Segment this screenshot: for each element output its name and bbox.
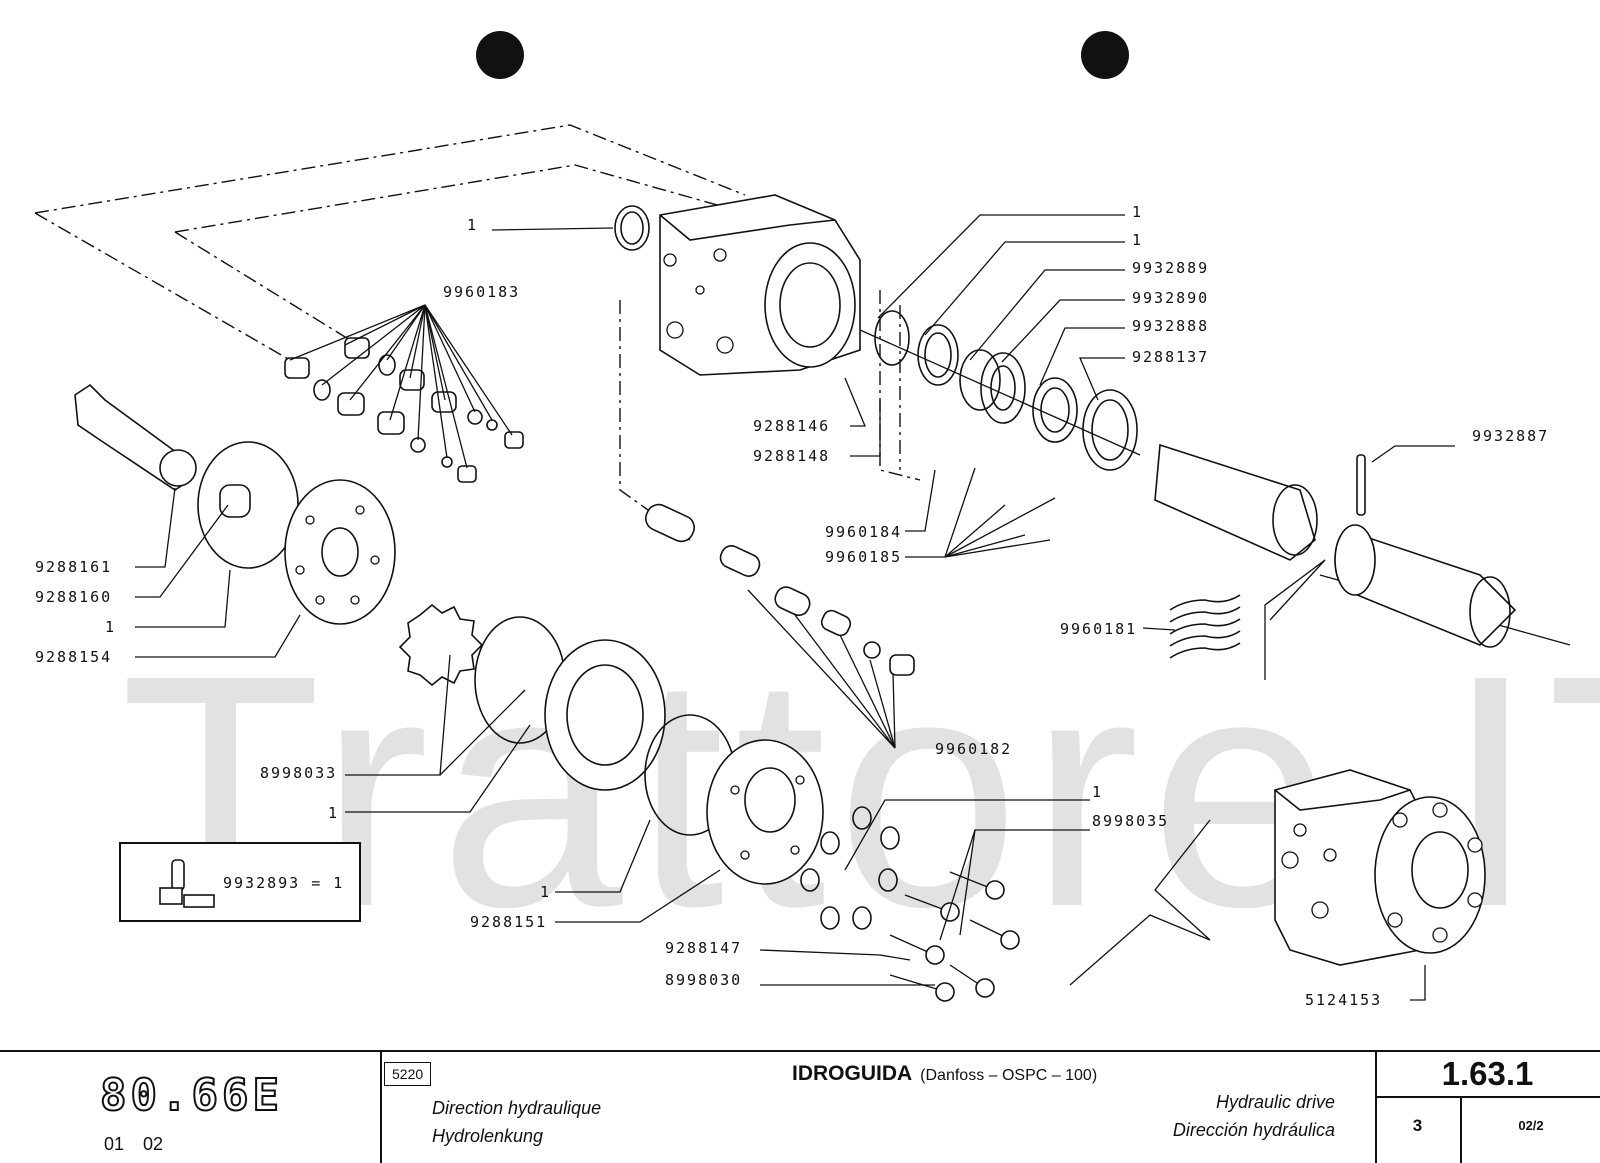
assembled-unit: [1274, 769, 1486, 966]
label-9932887: 9932887: [1472, 427, 1549, 445]
washers: [800, 806, 900, 930]
title-spanish: Dirección hydráulica: [1172, 1120, 1335, 1140]
part-number: 02/2: [1518, 1118, 1544, 1133]
label-9288151: 9288151: [470, 913, 547, 931]
title-text: IDROGUIDA: [792, 1062, 913, 1085]
label-9960183: 9960183: [443, 283, 520, 301]
label-9288146: 9288146: [753, 417, 830, 435]
label-9960185: 9960185: [825, 548, 902, 566]
punch-hole-left: [476, 31, 524, 79]
group-code: 5220: [384, 1062, 432, 1086]
label-low-1: 1: [540, 883, 551, 901]
label-9288147: 9288147: [665, 939, 742, 957]
sheet-number: 3: [1375, 1098, 1462, 1163]
page-cell: 1.63.1 3 02/2: [1375, 1052, 1600, 1163]
part-labels: 9960183 1 1 1 9932889 9932890 9932888 92…: [35, 203, 1549, 1009]
distributor-plate: [284, 479, 396, 625]
page-title: IDROGUIDA (Danfoss – OSPC – 100): [792, 1062, 1097, 1086]
subtitle: (Danfoss – OSPC – 100): [920, 1067, 1098, 1084]
cardan-shaft: [74, 383, 197, 491]
label-seal-1: 1: [467, 216, 478, 234]
label-9288148: 9288148: [753, 447, 830, 465]
label-9932889: 9932889: [1132, 259, 1209, 277]
revisions: 01 02: [104, 1134, 164, 1154]
steering-housing: [659, 194, 861, 376]
end-cover: [706, 739, 824, 885]
model-cell: 80.66E 01 02: [0, 1052, 382, 1163]
rotor-star: [398, 603, 484, 687]
label-9288160: 9288160: [35, 588, 112, 606]
sleeve: [1334, 524, 1517, 648]
label-9288154: 9288154: [35, 648, 112, 666]
assembly-arrow: [1069, 819, 1211, 986]
seal-kit-box: 9932893 = 1: [119, 842, 361, 922]
punch-hole-right: [1081, 31, 1129, 79]
sleeve-arrow: [1264, 559, 1326, 680]
label-8998030: 8998030: [665, 971, 742, 989]
label-oring-1: 1: [105, 618, 116, 636]
title-french: Direction hydraulique: [432, 1098, 602, 1118]
label-9960182: 9960182: [935, 740, 1012, 758]
description-cell: 5220 IDROGUIDA (Danfoss – OSPC – 100) Dir…: [380, 1052, 1377, 1163]
label-9932890: 9932890: [1132, 289, 1209, 307]
pin: [1356, 454, 1366, 516]
check-valve-parts: [644, 503, 915, 676]
label-ring-1a: 1: [1132, 203, 1143, 221]
label-8998033: 8998033: [260, 764, 337, 782]
label-mid-1: 1: [328, 804, 339, 822]
label-8998035: 8998035: [1092, 812, 1169, 830]
label-9288137: 9288137: [1132, 348, 1209, 366]
seal-ring-top: [614, 205, 650, 251]
label-5124153: 5124153: [1305, 991, 1382, 1009]
leader-lines: [135, 214, 1455, 1001]
title-english: Hydraulic drive: [1215, 1092, 1335, 1112]
label-9960184: 9960184: [825, 523, 902, 541]
shaft-seal-rings: [874, 310, 1138, 471]
label-ring-1b: 1: [1132, 231, 1143, 249]
bushing: [219, 484, 251, 518]
model-number: 80.66E: [99, 1069, 283, 1122]
label-9288161: 9288161: [35, 558, 112, 576]
centering-springs: [1169, 594, 1241, 659]
title-german: Hydrolenkung: [432, 1126, 544, 1146]
label-washers-1: 1: [1092, 783, 1103, 801]
label-9960181: 9960181: [1060, 620, 1137, 638]
relief-valve-parts: [284, 337, 524, 483]
spool: [1154, 443, 1318, 561]
label-9932888: 9932888: [1132, 317, 1209, 335]
kit-label: 9932893 = 1: [223, 874, 344, 892]
exploded-parts-diagram: Trattore.IT: [34, 31, 1600, 1009]
bolts: [889, 871, 1020, 1002]
page-number: 1.63.1: [1375, 1052, 1600, 1098]
gear-ring: [474, 616, 736, 836]
title-block: 80.66E 01 02 5220 IDROGUIDA (Danfoss – OS…: [0, 1050, 1600, 1163]
